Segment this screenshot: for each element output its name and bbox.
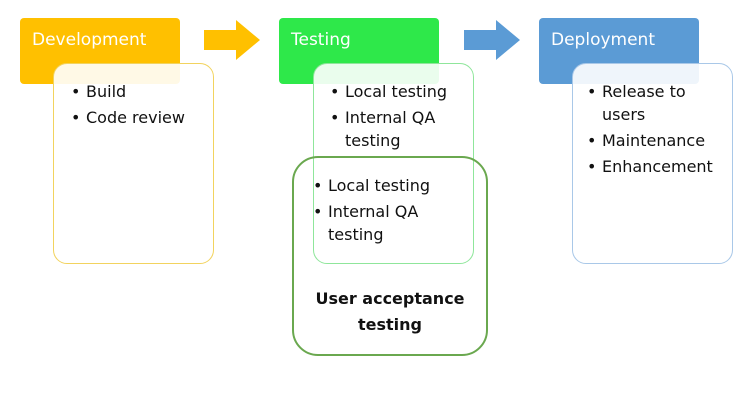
arrow-right-icon	[204, 20, 260, 60]
list-item: Build	[71, 80, 213, 103]
list-item: Local testing	[330, 80, 473, 103]
list-item: Internal QA testing	[330, 106, 473, 152]
stage-development-title: Development	[32, 30, 147, 50]
list-item: Internal QA testing	[313, 200, 473, 246]
list-item: Local testing	[313, 174, 473, 197]
stage-development-details: Build Code review	[53, 63, 214, 264]
stage-testing-list: Local testing Internal QA testing	[330, 80, 473, 152]
uat-items: Local testing Internal QA testing	[313, 174, 473, 249]
arrow-right-icon	[464, 20, 520, 60]
list-item: Enhancement	[587, 155, 724, 178]
stage-deployment-details: Release to users Maintenance Enhancement	[572, 63, 733, 264]
stage-development-list: Build Code review	[71, 80, 213, 129]
stage-deployment-title: Deployment	[551, 30, 655, 50]
list-item: Code review	[71, 106, 213, 129]
uat-list: Local testing Internal QA testing	[313, 174, 473, 246]
stage-deployment-list: Release to users Maintenance Enhancement	[587, 80, 724, 178]
list-item: Maintenance	[587, 129, 724, 152]
stage-testing-title: Testing	[291, 30, 351, 50]
uat-group-box	[292, 156, 488, 356]
list-item: Release to users	[587, 80, 724, 126]
uat-label: User acceptance testing	[315, 289, 465, 334]
